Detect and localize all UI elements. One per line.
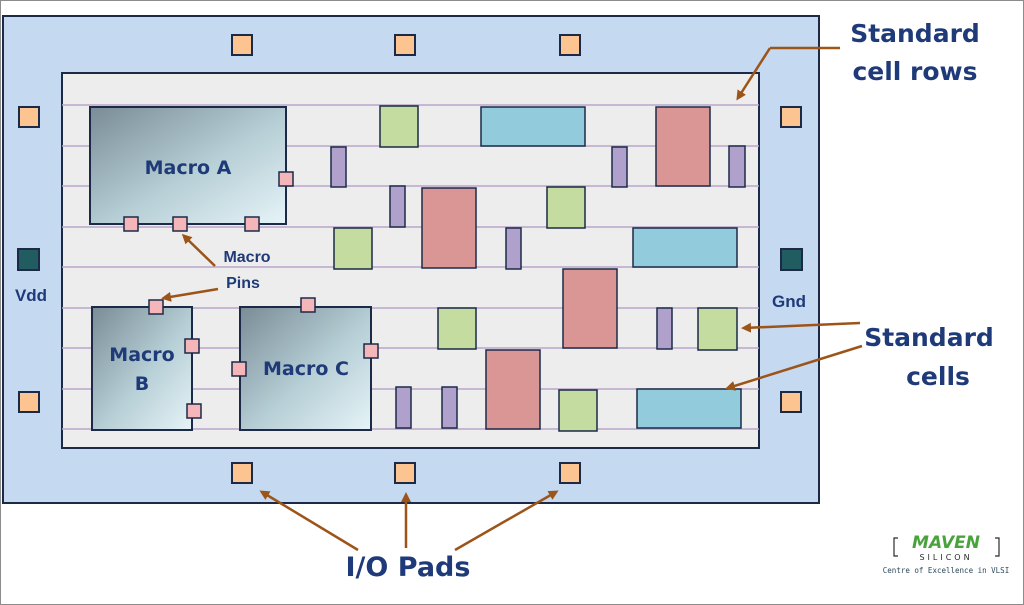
standard-cells-label-line-2: cells	[906, 362, 970, 391]
macro-pin	[363, 343, 379, 359]
io-pad	[780, 391, 802, 413]
macro-pins	[123, 171, 379, 419]
standard-cells-blue	[480, 106, 742, 429]
standard-cell-rows-label-line-1: Standard	[850, 19, 980, 48]
macro-pins-label-line-1: Macro	[223, 249, 270, 266]
io-pad	[559, 462, 581, 484]
logo-bracket-left	[893, 537, 898, 557]
arrow-macro-pins-to-pin-b	[161, 287, 219, 302]
standard-cell	[697, 307, 738, 351]
arrow-io-pad-right	[454, 490, 559, 552]
io-pad	[18, 106, 40, 128]
io-pad	[394, 34, 416, 56]
logo-name: MAVEN	[912, 533, 980, 553]
standard-cell	[611, 146, 628, 188]
logo-tagline: Centre of Excellence in VLSI	[883, 566, 1009, 575]
macro-pins-label-line-2: Pins	[226, 275, 260, 292]
arrow-standard-cells-2	[725, 344, 863, 391]
io-pads	[18, 34, 802, 484]
macro-c: Macro C	[239, 306, 372, 431]
gnd-label: Gnd	[772, 292, 806, 311]
macro-pin	[244, 216, 260, 232]
standard-cell	[441, 386, 458, 429]
standard-cell	[636, 388, 742, 429]
io-pads-label: I/O Pads	[346, 552, 471, 583]
arrow-standard-cells-1	[741, 321, 861, 333]
logo-sub: SILICON	[919, 553, 972, 562]
macro-b-block	[91, 306, 193, 431]
standard-cell	[330, 146, 347, 188]
standard-cell	[562, 268, 618, 349]
io-pad	[780, 106, 802, 128]
standard-cells-green	[333, 105, 738, 432]
vdd-pad	[17, 248, 40, 271]
macro-a-label: Macro A	[145, 157, 232, 179]
gnd-pad	[780, 248, 803, 271]
logo-bracket-right	[995, 537, 1000, 557]
io-pad	[231, 462, 253, 484]
annotation-arrows	[161, 46, 863, 552]
standard-cell	[379, 105, 419, 148]
standard-cell	[333, 227, 373, 270]
standard-cells-purple	[330, 145, 746, 429]
standard-cells-red	[421, 106, 711, 430]
macro-a: Macro A	[89, 106, 287, 225]
macro-a-block	[89, 106, 287, 225]
macro-c-block	[239, 306, 372, 431]
standard-cell	[728, 145, 746, 188]
macro-pin	[172, 216, 188, 232]
macro-b: Macro B	[91, 306, 193, 431]
standard-cell	[395, 386, 412, 429]
standard-cell	[480, 106, 586, 147]
arrow-standard-cell-rows-head	[736, 47, 772, 101]
standard-cell	[421, 187, 477, 269]
macro-c-label: Macro C	[263, 358, 349, 380]
maven-silicon-logo: MAVEN SILICON Centre of Excellence in VL…	[883, 533, 1009, 575]
standard-cell	[558, 389, 598, 432]
io-pad	[18, 391, 40, 413]
standard-cell	[656, 307, 673, 350]
arrow-macro-pins-to-pin	[181, 233, 216, 267]
arrow-io-pad-left	[259, 490, 359, 552]
io-pad	[559, 34, 581, 56]
standard-cell	[505, 227, 522, 270]
macro-pin	[148, 299, 164, 315]
standard-cell	[632, 227, 738, 268]
standard-cell-rows-label-line-2: cell rows	[852, 57, 977, 86]
macro-pin	[123, 216, 139, 232]
standard-cell	[655, 106, 711, 187]
standard-cells-label-line-1: Standard	[864, 323, 994, 352]
io-pad	[231, 34, 253, 56]
macro-b-label-line-2: B	[135, 373, 149, 395]
macro-pin	[186, 403, 202, 419]
macro-b-label-line-1: Macro	[109, 344, 174, 366]
macro-pin	[278, 171, 294, 187]
standard-cell	[389, 185, 406, 228]
macro-pin	[231, 361, 247, 377]
macro-pin	[184, 338, 200, 354]
vdd-label: Vdd	[15, 286, 47, 305]
standard-cell	[437, 307, 477, 350]
io-pad	[394, 462, 416, 484]
macro-pin	[300, 297, 316, 313]
standard-cell	[546, 186, 586, 229]
standard-cell	[485, 349, 541, 430]
